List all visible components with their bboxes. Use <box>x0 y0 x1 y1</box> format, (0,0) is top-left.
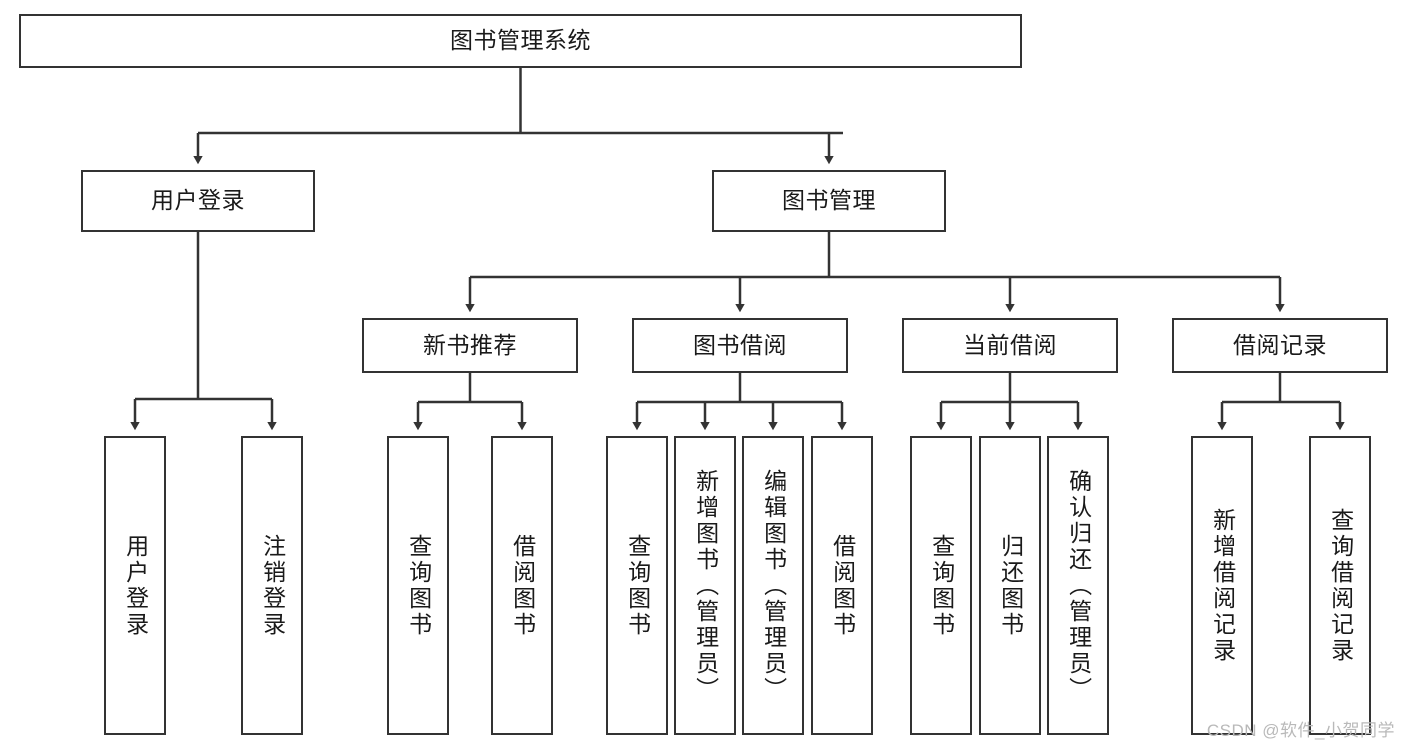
node-label: 注销登录 <box>259 533 286 638</box>
node-borrow-record[interactable]: 借阅记录 <box>1172 318 1388 373</box>
node-new-book-recommend[interactable]: 新书推荐 <box>362 318 578 373</box>
node-label: 当前借阅 <box>963 331 1057 358</box>
node-label: 新增借阅记录 <box>1209 507 1236 664</box>
node-label: 借阅图书 <box>829 533 856 638</box>
node-label: 查询图书 <box>405 533 432 638</box>
node-book-manage[interactable]: 图书管理 <box>712 170 946 232</box>
node-label: 新书推荐 <box>423 331 517 358</box>
node-leaf-query-book-3[interactable]: 查询图书 <box>910 436 972 735</box>
node-label: 用户登录 <box>151 187 245 214</box>
node-leaf-return-book[interactable]: 归还图书 <box>979 436 1041 735</box>
node-label: 新增图书（管理员） <box>692 468 719 703</box>
node-leaf-add-book[interactable]: 新增图书（管理员） <box>674 436 736 735</box>
node-label: 用户登录 <box>122 533 149 638</box>
node-leaf-add-record[interactable]: 新增借阅记录 <box>1191 436 1253 735</box>
node-current-borrow[interactable]: 当前借阅 <box>902 318 1118 373</box>
node-label: 归还图书 <box>997 533 1024 638</box>
node-leaf-query-book-2[interactable]: 查询图书 <box>606 436 668 735</box>
node-label: 借阅图书 <box>509 533 536 638</box>
node-leaf-borrow-book-1[interactable]: 借阅图书 <box>491 436 553 735</box>
node-book-borrow[interactable]: 图书借阅 <box>632 318 848 373</box>
node-label: 图书管理系统 <box>450 27 591 54</box>
node-label: 编辑图书（管理员） <box>760 468 787 703</box>
node-leaf-logout-login[interactable]: 注销登录 <box>241 436 303 735</box>
node-label: 借阅记录 <box>1233 331 1327 358</box>
node-leaf-user-login[interactable]: 用户登录 <box>104 436 166 735</box>
node-leaf-confirm-return[interactable]: 确认归还（管理员） <box>1047 436 1109 735</box>
node-label: 查询图书 <box>928 533 955 638</box>
node-leaf-query-record[interactable]: 查询借阅记录 <box>1309 436 1371 735</box>
node-leaf-edit-book[interactable]: 编辑图书（管理员） <box>742 436 804 735</box>
node-label: 图书管理 <box>782 187 876 214</box>
node-label: 图书借阅 <box>693 331 787 358</box>
node-leaf-borrow-book-2[interactable]: 借阅图书 <box>811 436 873 735</box>
node-root-book-management-system[interactable]: 图书管理系统 <box>19 14 1022 68</box>
node-label: 查询图书 <box>624 533 651 638</box>
node-user-login[interactable]: 用户登录 <box>81 170 315 232</box>
node-label: 查询借阅记录 <box>1327 507 1354 664</box>
node-leaf-query-book-1[interactable]: 查询图书 <box>387 436 449 735</box>
node-label: 确认归还（管理员） <box>1065 468 1092 703</box>
